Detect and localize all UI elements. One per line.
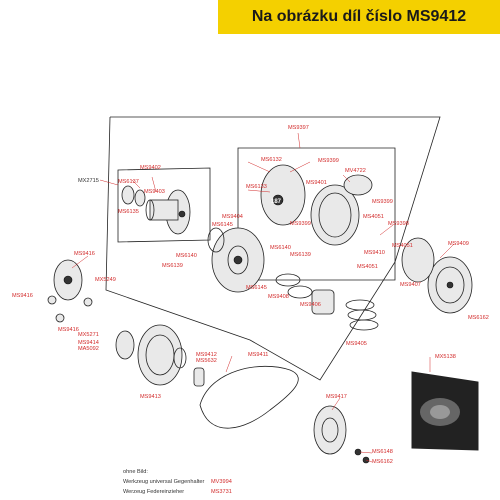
clutch-bell — [401, 237, 473, 314]
legend-row-text: Werkzeug universal Gegenhalter — [123, 479, 205, 485]
callout-ms6148: MS6148 — [372, 449, 393, 455]
drive-belt — [199, 365, 299, 429]
legend-row-text: Werzeug Federeinzieher — [123, 489, 185, 495]
callout-ms9416c: MS9416 — [58, 327, 79, 333]
callout-ms9399b: MS9399 — [290, 221, 311, 227]
callout-ms6145b: MS6145 — [246, 285, 267, 291]
assembly-frame — [105, 116, 441, 381]
callout-ma5092: MA5092 — [78, 346, 99, 352]
callout-ms9412: MS9412 — [196, 352, 217, 358]
callout-ms5632: MS5632 — [196, 358, 217, 364]
callout-ms9409: MS9409 — [448, 241, 469, 247]
leader-lines — [71, 132, 455, 463]
callout-ms6162a: MS6162 — [468, 315, 489, 321]
legend-row: Werkzeug universal Gegenhalter MV3994 — [123, 477, 323, 487]
callout-ms9403: MS9403 — [144, 189, 165, 195]
callout-ms9402: MS9402 — [140, 165, 161, 171]
callout-ms4051c: MS4051 — [357, 264, 378, 270]
callout-ms9411: MS9411 — [248, 352, 268, 358]
legend-row: Werzeug Federeinzieher MS3731 — [123, 487, 323, 497]
legend-heading: ohne Bild: — [123, 469, 148, 475]
callout-ms4051a: MS4051 — [363, 214, 384, 220]
moving-pulley — [121, 185, 191, 235]
banner-title: Na obrázku díl číslo MS9412 — [251, 8, 467, 25]
callout-ms9404: MS9404 — [222, 214, 243, 220]
callout-ms9407: MS9407 — [400, 282, 421, 288]
callout-ms6135: MS6135 — [118, 209, 139, 215]
callout-mx2715: MX2715 — [78, 178, 99, 184]
callout-ms9399a: MS9399 — [318, 158, 339, 164]
spring-and-rings — [275, 273, 379, 331]
callout-ms6140a: MS6140 — [270, 245, 291, 251]
callout-ms9401: MS9401 — [306, 180, 327, 186]
tool-image-box — [411, 371, 479, 451]
callout-ms4051b: MS4051 — [392, 243, 413, 249]
callout-ms6140b: MS6140 — [176, 253, 197, 259]
callout-labels: MS9397 MX2715 MS9402 MS6137 MS9403 MS613… — [12, 125, 489, 465]
callout-ms9397: MS9397 — [288, 125, 309, 131]
fan-pulley — [313, 405, 370, 464]
callout-ms9408: MS9408 — [268, 294, 289, 300]
callout-ms9410: MS9410 — [364, 250, 385, 256]
callout-ms6139b: MS6139 — [162, 263, 183, 269]
callout-mx5138: MX5138 — [435, 354, 456, 360]
callout-ms9414: MS9414 — [78, 340, 99, 346]
callout-ms6145a: MS6145 — [212, 222, 233, 228]
part-number-banner: Na obrázku díl číslo MS9412 — [218, 0, 500, 34]
variator-pulley — [115, 324, 205, 387]
callout-ms9413: MS9413 — [140, 394, 161, 400]
callout-ms9405: MS9405 — [346, 341, 367, 347]
callout-ms6132: MS6132 — [261, 157, 282, 163]
variator-rollers — [47, 259, 93, 323]
pulley-subframe — [117, 167, 211, 243]
callout-ms9416a: MS9416 — [74, 251, 95, 257]
callout-mx5249: MX5249 — [95, 277, 116, 283]
callout-ms9398: MS9398 — [388, 221, 409, 227]
callout-mv4722: MV4722 — [345, 168, 366, 174]
legend-row-code: MS3731 — [211, 489, 232, 495]
legend-row-code: MV3994 — [211, 479, 232, 485]
callout-ms9406: MS9406 — [300, 302, 321, 308]
callout-ms6162b: MS6162 — [372, 459, 393, 465]
callout-ms9417: MS9417 — [326, 394, 347, 400]
clutch-plate: 187 — [260, 164, 373, 246]
callout-ms6133: MS6133 — [246, 184, 267, 190]
fixed-drive-face — [207, 227, 265, 293]
callout-ms9416b: MS9416 — [12, 293, 33, 299]
callout-mx5271: MX5271 — [78, 332, 99, 338]
callout-ms9399c: MS9399 — [372, 199, 393, 205]
svg-text:187: 187 — [271, 199, 282, 205]
callout-ms6137: MS6137 — [118, 179, 139, 185]
callout-ms6139a: MS6139 — [290, 252, 311, 258]
tool-legend: ohne Bild: Werkzeug universal Gegenhalte… — [123, 467, 323, 497]
